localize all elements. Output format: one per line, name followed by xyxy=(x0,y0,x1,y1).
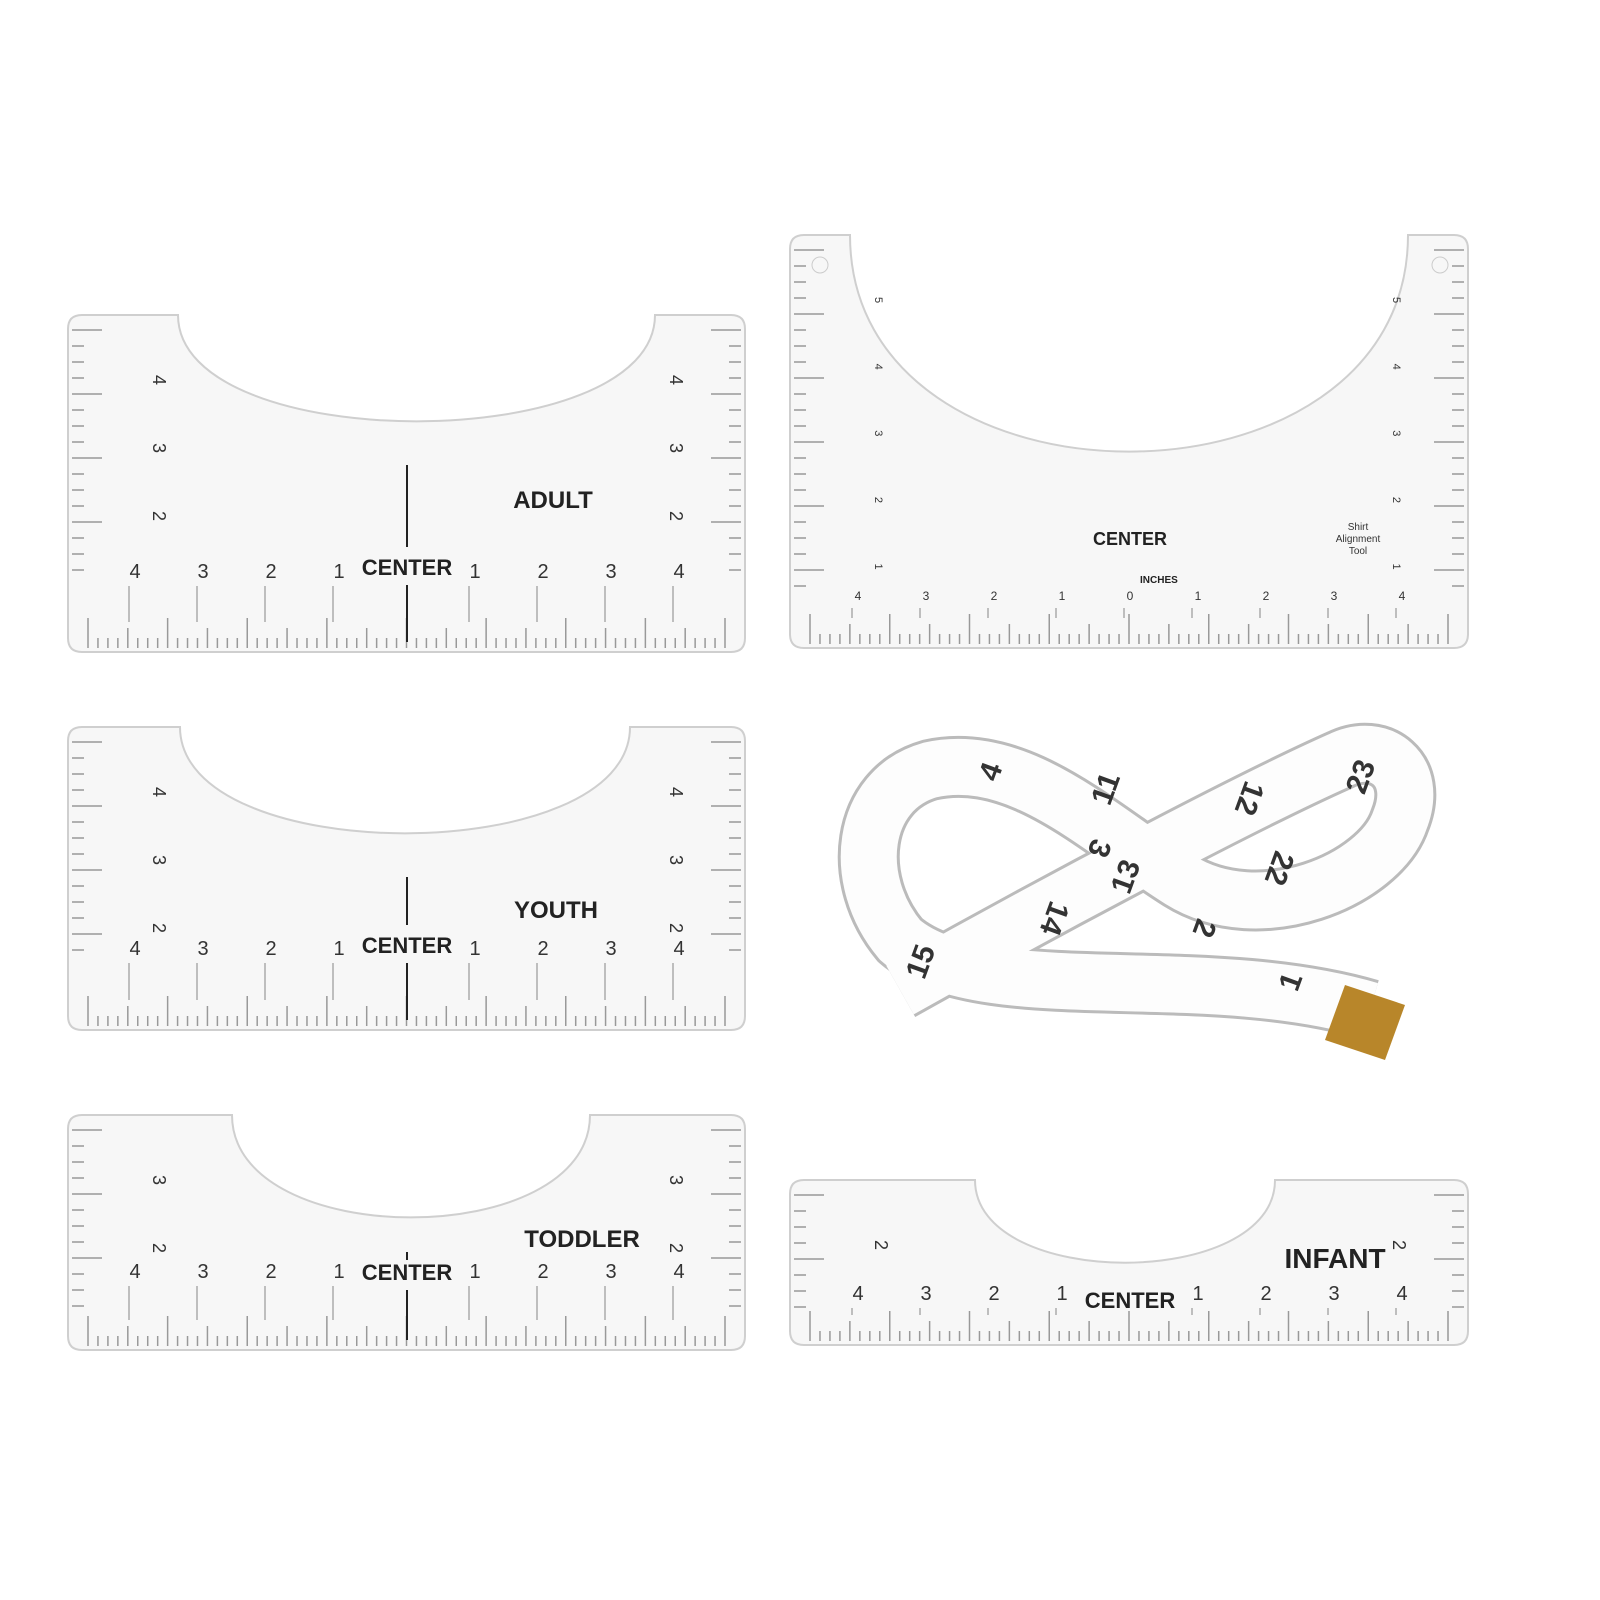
size-label: YOUTH xyxy=(514,897,598,924)
side-number: 3 xyxy=(149,443,169,453)
ruler-number: 1 xyxy=(1059,589,1066,603)
side-number: 2 xyxy=(872,497,884,503)
side-number: 2 xyxy=(149,1243,169,1253)
ruler-number: 3 xyxy=(197,1261,208,1283)
side-number: 3 xyxy=(666,443,686,453)
ruler-shirt: 4 3 2 1 0 1 2 3 4 5 5 4 4 3 3 2 2 1 1 CENTER INCHES ShirtAlig… xyxy=(789,234,1469,649)
side-number: 2 xyxy=(1390,497,1402,503)
ruler-number: 3 xyxy=(1328,1283,1339,1305)
side-number: 2 xyxy=(149,923,169,933)
side-number: 3 xyxy=(149,1175,169,1185)
ruler-number: 4 xyxy=(673,561,684,583)
inches-label: INCHES xyxy=(1140,575,1178,586)
tape-band xyxy=(840,725,1434,1037)
ruler-number: 1 xyxy=(469,561,480,583)
side-number: 2 xyxy=(871,1240,891,1250)
ruler-body xyxy=(789,1179,1469,1346)
side-number: 4 xyxy=(872,364,884,370)
side-number: 4 xyxy=(149,787,169,797)
center-label: CENTER xyxy=(362,1260,453,1285)
ruler-number: 2 xyxy=(1260,1283,1271,1305)
side-number: 4 xyxy=(666,375,686,385)
ruler-number: 4 xyxy=(129,561,140,583)
hang-hole xyxy=(1431,256,1449,274)
hang-hole xyxy=(811,256,829,274)
ruler-body xyxy=(789,234,1469,649)
ruler-number: 4 xyxy=(673,938,684,960)
side-number: 4 xyxy=(149,375,169,385)
side-number: 2 xyxy=(666,1243,686,1253)
ruler-number: 1 xyxy=(333,561,344,583)
side-number: 4 xyxy=(1390,364,1402,370)
brand-text: Alignment xyxy=(1336,534,1381,545)
brand-text: Shirt xyxy=(1348,522,1369,533)
center-label: CENTER xyxy=(362,933,453,958)
ruler-number: 3 xyxy=(197,561,208,583)
ruler-number: 2 xyxy=(265,938,276,960)
ruler-number: 3 xyxy=(605,561,616,583)
ruler-number: 4 xyxy=(129,1261,140,1283)
ruler-number: 4 xyxy=(1399,589,1406,603)
ruler-number: 0 xyxy=(1127,589,1134,603)
ruler-number: 2 xyxy=(537,561,548,583)
size-label: ADULT xyxy=(513,487,593,514)
side-number: 1 xyxy=(1390,563,1402,569)
ruler-number: 3 xyxy=(605,1261,616,1283)
ruler-number: 4 xyxy=(1396,1283,1407,1305)
ruler-number: 3 xyxy=(923,589,930,603)
ruler-number: 1 xyxy=(1195,589,1202,603)
ruler-number: 2 xyxy=(1263,589,1270,603)
side-number: 2 xyxy=(666,511,686,521)
side-number: 3 xyxy=(149,855,169,865)
ruler-number: 1 xyxy=(469,938,480,960)
ruler-number: 2 xyxy=(265,561,276,583)
ruler-number: 1 xyxy=(1056,1283,1067,1305)
center-label: CENTER xyxy=(1093,529,1167,549)
ruler-number: 1 xyxy=(1192,1283,1203,1305)
side-number: 3 xyxy=(872,430,884,436)
ruler-number: 1 xyxy=(333,1261,344,1283)
side-number: 2 xyxy=(149,511,169,521)
ruler-number: 3 xyxy=(920,1283,931,1305)
ruler-number: 2 xyxy=(537,938,548,960)
ruler-number: 2 xyxy=(537,1261,548,1283)
ruler-number: 1 xyxy=(469,1261,480,1283)
side-number: 5 xyxy=(872,297,884,303)
side-number: 2 xyxy=(666,923,686,933)
side-number: 5 xyxy=(1390,297,1402,303)
ruler-number: 1 xyxy=(333,938,344,960)
size-label: TODDLER xyxy=(524,1226,640,1253)
ruler-number: 3 xyxy=(1331,589,1338,603)
side-number: 4 xyxy=(666,787,686,797)
ruler-number: 4 xyxy=(855,589,862,603)
ruler-number: 2 xyxy=(991,589,998,603)
size-label: INFANT xyxy=(1284,1243,1385,1274)
tape-metal-tip xyxy=(1325,985,1405,1060)
ruler-number: 4 xyxy=(129,938,140,960)
ruler-body xyxy=(67,1114,746,1351)
side-number: 1 xyxy=(872,563,884,569)
center-label: CENTER xyxy=(1085,1288,1176,1313)
side-number: 3 xyxy=(1390,430,1402,436)
ruler-number: 4 xyxy=(852,1283,863,1305)
ruler-number: 2 xyxy=(988,1283,999,1305)
brand-text: Tool xyxy=(1349,546,1367,557)
ruler-number: 4 xyxy=(673,1261,684,1283)
side-number: 2 xyxy=(1389,1240,1409,1250)
ruler-number: 3 xyxy=(197,938,208,960)
ruler-number: 3 xyxy=(605,938,616,960)
side-number: 3 xyxy=(666,1175,686,1185)
center-label: CENTER xyxy=(362,555,453,580)
side-number: 3 xyxy=(666,855,686,865)
ruler-number: 2 xyxy=(265,1261,276,1283)
